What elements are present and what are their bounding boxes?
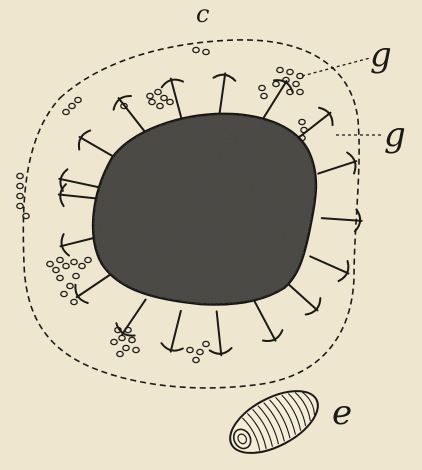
granule — [17, 193, 23, 198]
granule — [23, 213, 29, 218]
granule — [287, 69, 293, 74]
granule — [193, 47, 199, 52]
granule — [57, 275, 63, 280]
granule — [187, 347, 193, 352]
granule — [277, 67, 283, 72]
process-stem — [255, 302, 276, 341]
granule — [119, 335, 125, 340]
granule — [261, 93, 267, 98]
process-stem — [59, 195, 101, 199]
process-stem — [322, 218, 362, 221]
process-stem — [297, 113, 330, 139]
granule — [147, 93, 153, 98]
granule — [53, 267, 59, 272]
granule — [293, 81, 299, 86]
granule — [85, 257, 91, 262]
granule — [17, 203, 23, 208]
label-c: c — [196, 0, 209, 28]
granule — [161, 95, 167, 100]
granule — [149, 99, 155, 104]
granule — [67, 283, 73, 288]
leader-line-upper — [302, 58, 370, 76]
process-stem — [318, 161, 356, 173]
granule — [157, 103, 163, 108]
granule — [71, 259, 77, 264]
granule — [69, 103, 75, 108]
process-stem — [171, 79, 182, 120]
granule — [301, 127, 307, 132]
granule — [123, 345, 129, 350]
granule — [111, 339, 117, 344]
granule — [75, 97, 81, 102]
granule — [197, 349, 203, 354]
granule — [155, 89, 161, 94]
process-stem — [80, 137, 118, 159]
granule — [133, 347, 139, 352]
granule — [47, 261, 53, 266]
granule — [297, 89, 303, 94]
egg-shell — [220, 378, 327, 465]
process-stem — [310, 256, 348, 273]
granule — [167, 99, 173, 104]
granule — [203, 49, 209, 54]
process-stem — [77, 273, 113, 298]
granule — [273, 81, 279, 86]
granule — [79, 263, 85, 268]
granule — [299, 119, 305, 124]
granule — [203, 341, 209, 346]
granule — [17, 173, 23, 178]
granule — [61, 291, 67, 296]
granule — [259, 85, 265, 90]
label-e: e — [332, 393, 352, 433]
granule — [17, 183, 23, 188]
process-stem — [286, 282, 317, 310]
granule — [63, 263, 69, 268]
label-g-upper: g — [370, 35, 392, 75]
granule — [129, 337, 135, 342]
granule — [71, 299, 77, 304]
process-stem — [171, 311, 181, 352]
granule — [57, 257, 63, 262]
granule — [73, 273, 79, 278]
process-stem — [217, 311, 222, 355]
granule — [193, 357, 199, 362]
process-stem — [219, 73, 225, 115]
label-g-lower: g — [384, 115, 406, 155]
process-stem — [122, 300, 145, 335]
granule — [63, 109, 69, 114]
granule — [117, 351, 123, 356]
